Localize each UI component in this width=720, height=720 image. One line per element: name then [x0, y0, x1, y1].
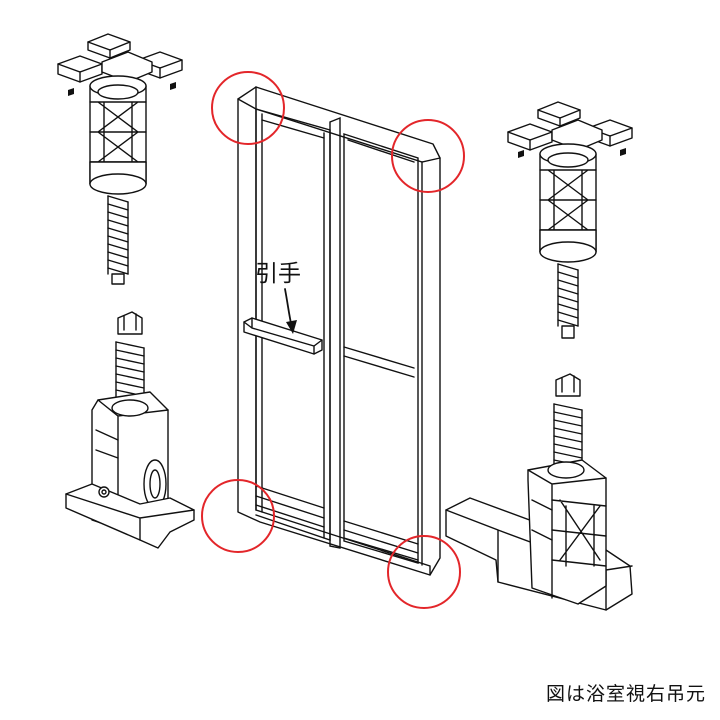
top-hanger-right: [507, 101, 633, 339]
door-center-stile: [329, 116, 341, 549]
door-bottom-rail: [255, 485, 419, 561]
highlight-circle-top-left: [211, 71, 285, 145]
highlight-circle-bottom-left: [201, 479, 275, 553]
bottom-roller-left: [65, 311, 195, 549]
highlight-circle-top-right: [391, 119, 465, 193]
handle-arrow: [284, 288, 297, 334]
handle-label: 引手: [255, 261, 301, 287]
caption-text: 図は浴室視右吊元: [545, 683, 706, 705]
door-crossbar-right: [343, 346, 415, 378]
bottom-roller-right: [445, 373, 633, 611]
door-outer-frame: [237, 86, 441, 576]
top-hanger-left: [57, 33, 183, 285]
door-assembly: [237, 86, 441, 576]
highlight-circle-bottom-right: [387, 535, 461, 609]
